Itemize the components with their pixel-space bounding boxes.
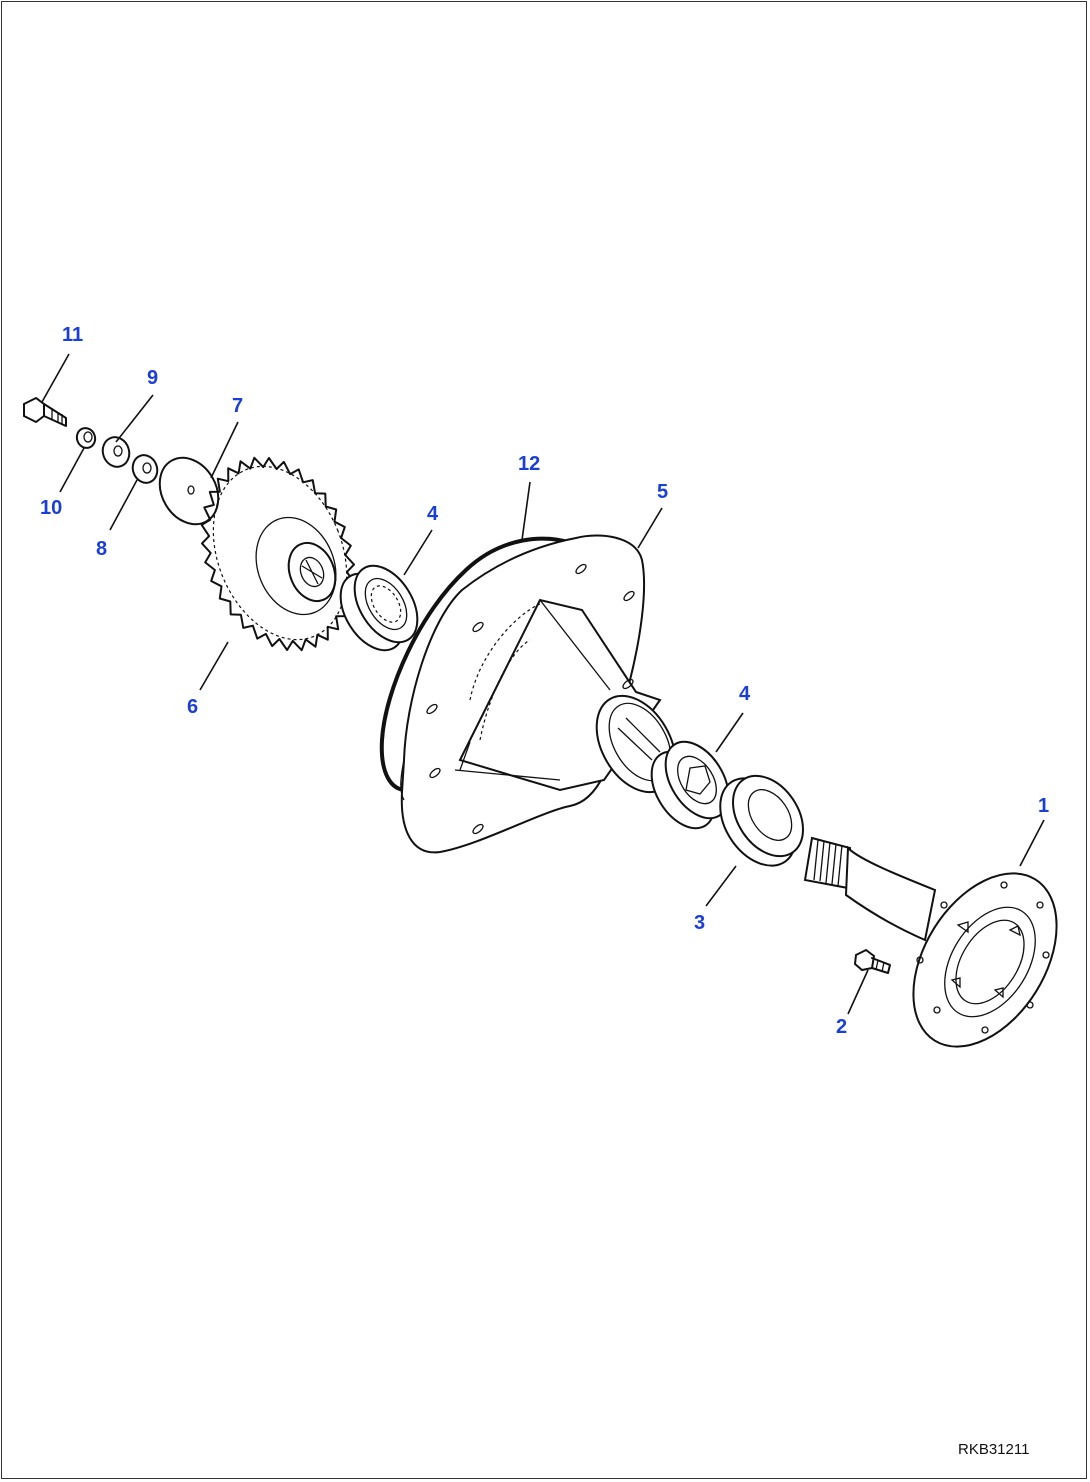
callout-12: 12 (518, 453, 540, 475)
part-12-o-ring[interactable] (379, 536, 578, 792)
callout-3: 3 (694, 912, 705, 934)
part-4-bearing-lower[interactable] (639, 731, 742, 840)
callout-8: 8 (96, 538, 107, 560)
callout-2: 2 (836, 1016, 847, 1038)
part-4-bearing-upper[interactable] (328, 555, 431, 662)
part-9-washer[interactable] (99, 433, 134, 470)
callout-4a: 4 (427, 503, 439, 525)
part-10-nut[interactable] (74, 426, 98, 451)
callout-6: 6 (187, 696, 198, 718)
part-6-sprocket[interactable] (189, 446, 371, 659)
part-8-washer[interactable] (129, 452, 161, 487)
callout-5: 5 (657, 481, 668, 503)
callouts: 11 9 7 10 8 12 5 4 6 4 3 1 2 (40, 324, 1049, 1038)
callout-1: 1 (1038, 795, 1049, 817)
callout-9: 9 (147, 367, 158, 389)
part-5-housing[interactable] (400, 534, 692, 854)
leader-lines (41, 353, 1045, 1015)
part-3-seal[interactable] (705, 763, 818, 880)
callout-11: 11 (62, 324, 83, 346)
callout-10: 10 (40, 497, 62, 519)
callout-4b: 4 (739, 683, 751, 705)
callout-7: 7 (232, 395, 243, 417)
part-11-bolt[interactable] (23, 396, 67, 427)
part-2-bolt[interactable] (853, 948, 891, 974)
drawing-code: RKB31211 (958, 1441, 1029, 1458)
part-1-axle-shaft[interactable] (803, 836, 1086, 1072)
